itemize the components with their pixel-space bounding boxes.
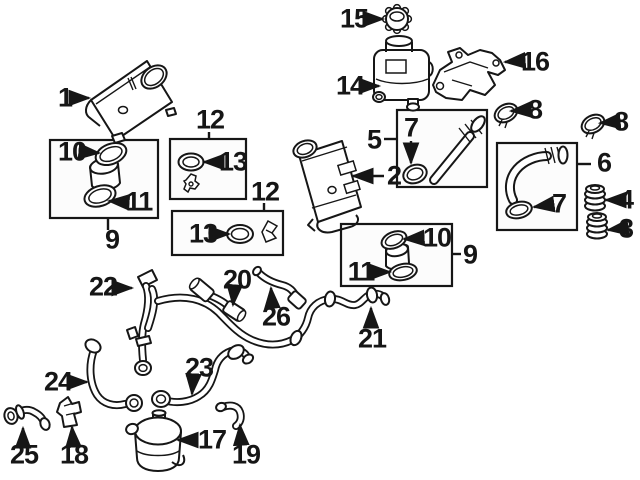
callout-16[interactable]: 16 — [520, 46, 550, 77]
callout-10-left[interactable]: 10 — [57, 136, 87, 167]
callout-12-upper[interactable]: 12 — [195, 104, 225, 135]
callout-4[interactable]: 4 — [618, 184, 634, 215]
callout-11-right[interactable]: 11 — [347, 256, 376, 287]
part-3-grommet-drawing — [586, 212, 608, 240]
arrow-10-left — [77, 142, 102, 160]
part-23-hose-drawing — [151, 344, 255, 408]
callout-8-right[interactable]: 8 — [613, 106, 629, 137]
callout-11-left[interactable]: 11 — [125, 186, 154, 217]
part-12-oring-kit-lower-drawing — [226, 219, 279, 244]
part-19-connector-drawing — [215, 401, 245, 430]
callout-9-right[interactable]: 9 — [462, 239, 478, 270]
callout-6[interactable]: 6 — [596, 147, 612, 178]
callout-21[interactable]: 21 — [357, 323, 387, 354]
callout-25[interactable]: 25 — [9, 439, 39, 470]
callout-7-box6[interactable]: 7 — [551, 188, 567, 219]
part-8-clamp-right-drawing — [580, 113, 606, 140]
callout-24[interactable]: 24 — [43, 366, 73, 397]
callout-1[interactable]: 1 — [57, 82, 73, 113]
arrow-7b — [531, 195, 556, 213]
callout-12-lower[interactable]: 12 — [250, 176, 280, 207]
arrow-26 — [263, 285, 281, 310]
callout-5[interactable]: 5 — [366, 124, 382, 155]
arrow-18 — [65, 424, 82, 449]
arrow-8b — [597, 112, 622, 130]
callout-26[interactable]: 26 — [261, 301, 291, 332]
part-26-hose-drawing — [252, 265, 307, 310]
part-24-hose-drawing — [84, 338, 143, 412]
part-17-pump-drawing — [125, 409, 186, 472]
callout-14[interactable]: 14 — [335, 70, 365, 101]
callout-15[interactable]: 15 — [339, 3, 369, 34]
part-16-bracket-drawing — [432, 47, 506, 101]
part-1-intercooler-drawing — [85, 60, 177, 144]
callout-17[interactable]: 17 — [197, 424, 227, 455]
arrow-20 — [226, 283, 244, 308]
callout-10-right[interactable]: 10 — [422, 222, 452, 253]
part-8-clamp-left-drawing — [493, 102, 519, 129]
arrow-16 — [502, 52, 527, 69]
part-22-hose-drawing — [126, 269, 159, 376]
callout-3[interactable]: 3 — [618, 213, 634, 244]
part-6-hose-drawing — [504, 145, 569, 220]
callout-19[interactable]: 19 — [231, 439, 261, 470]
part-9-sleeve-kit-right-drawing — [380, 230, 418, 282]
arrow-23 — [185, 372, 202, 397]
arrow-10-right — [401, 229, 426, 247]
callout-7-box5[interactable]: 7 — [403, 112, 419, 143]
part-14-expansion-tank-drawing — [372, 35, 434, 112]
callout-23[interactable]: 23 — [184, 352, 214, 383]
part-18-bracket-drawing — [56, 396, 82, 428]
arrow-8a — [508, 101, 533, 118]
callout-22[interactable]: 22 — [88, 271, 118, 302]
callout-13-lower[interactable]: 13 — [188, 218, 218, 249]
callout-2[interactable]: 2 — [386, 160, 402, 191]
callout-9-left[interactable]: 9 — [104, 224, 120, 255]
callout-8-left[interactable]: 8 — [527, 94, 543, 125]
part-15-cap-drawing — [381, 3, 413, 35]
arrow-19 — [232, 422, 250, 447]
callout-18[interactable]: 18 — [59, 439, 89, 470]
callout-13-upper[interactable]: 13 — [218, 146, 248, 177]
part-25-hose-drawing — [3, 404, 51, 431]
part-4-grommet-drawing — [584, 184, 606, 212]
part-5-hose-drawing — [402, 115, 486, 185]
part-2-intercooler-drawing — [292, 139, 362, 234]
arrow-11-left — [106, 193, 131, 211]
arrow-3 — [605, 219, 630, 236]
part-21-hose-drawing — [154, 286, 391, 349]
callout-20[interactable]: 20 — [222, 264, 252, 295]
